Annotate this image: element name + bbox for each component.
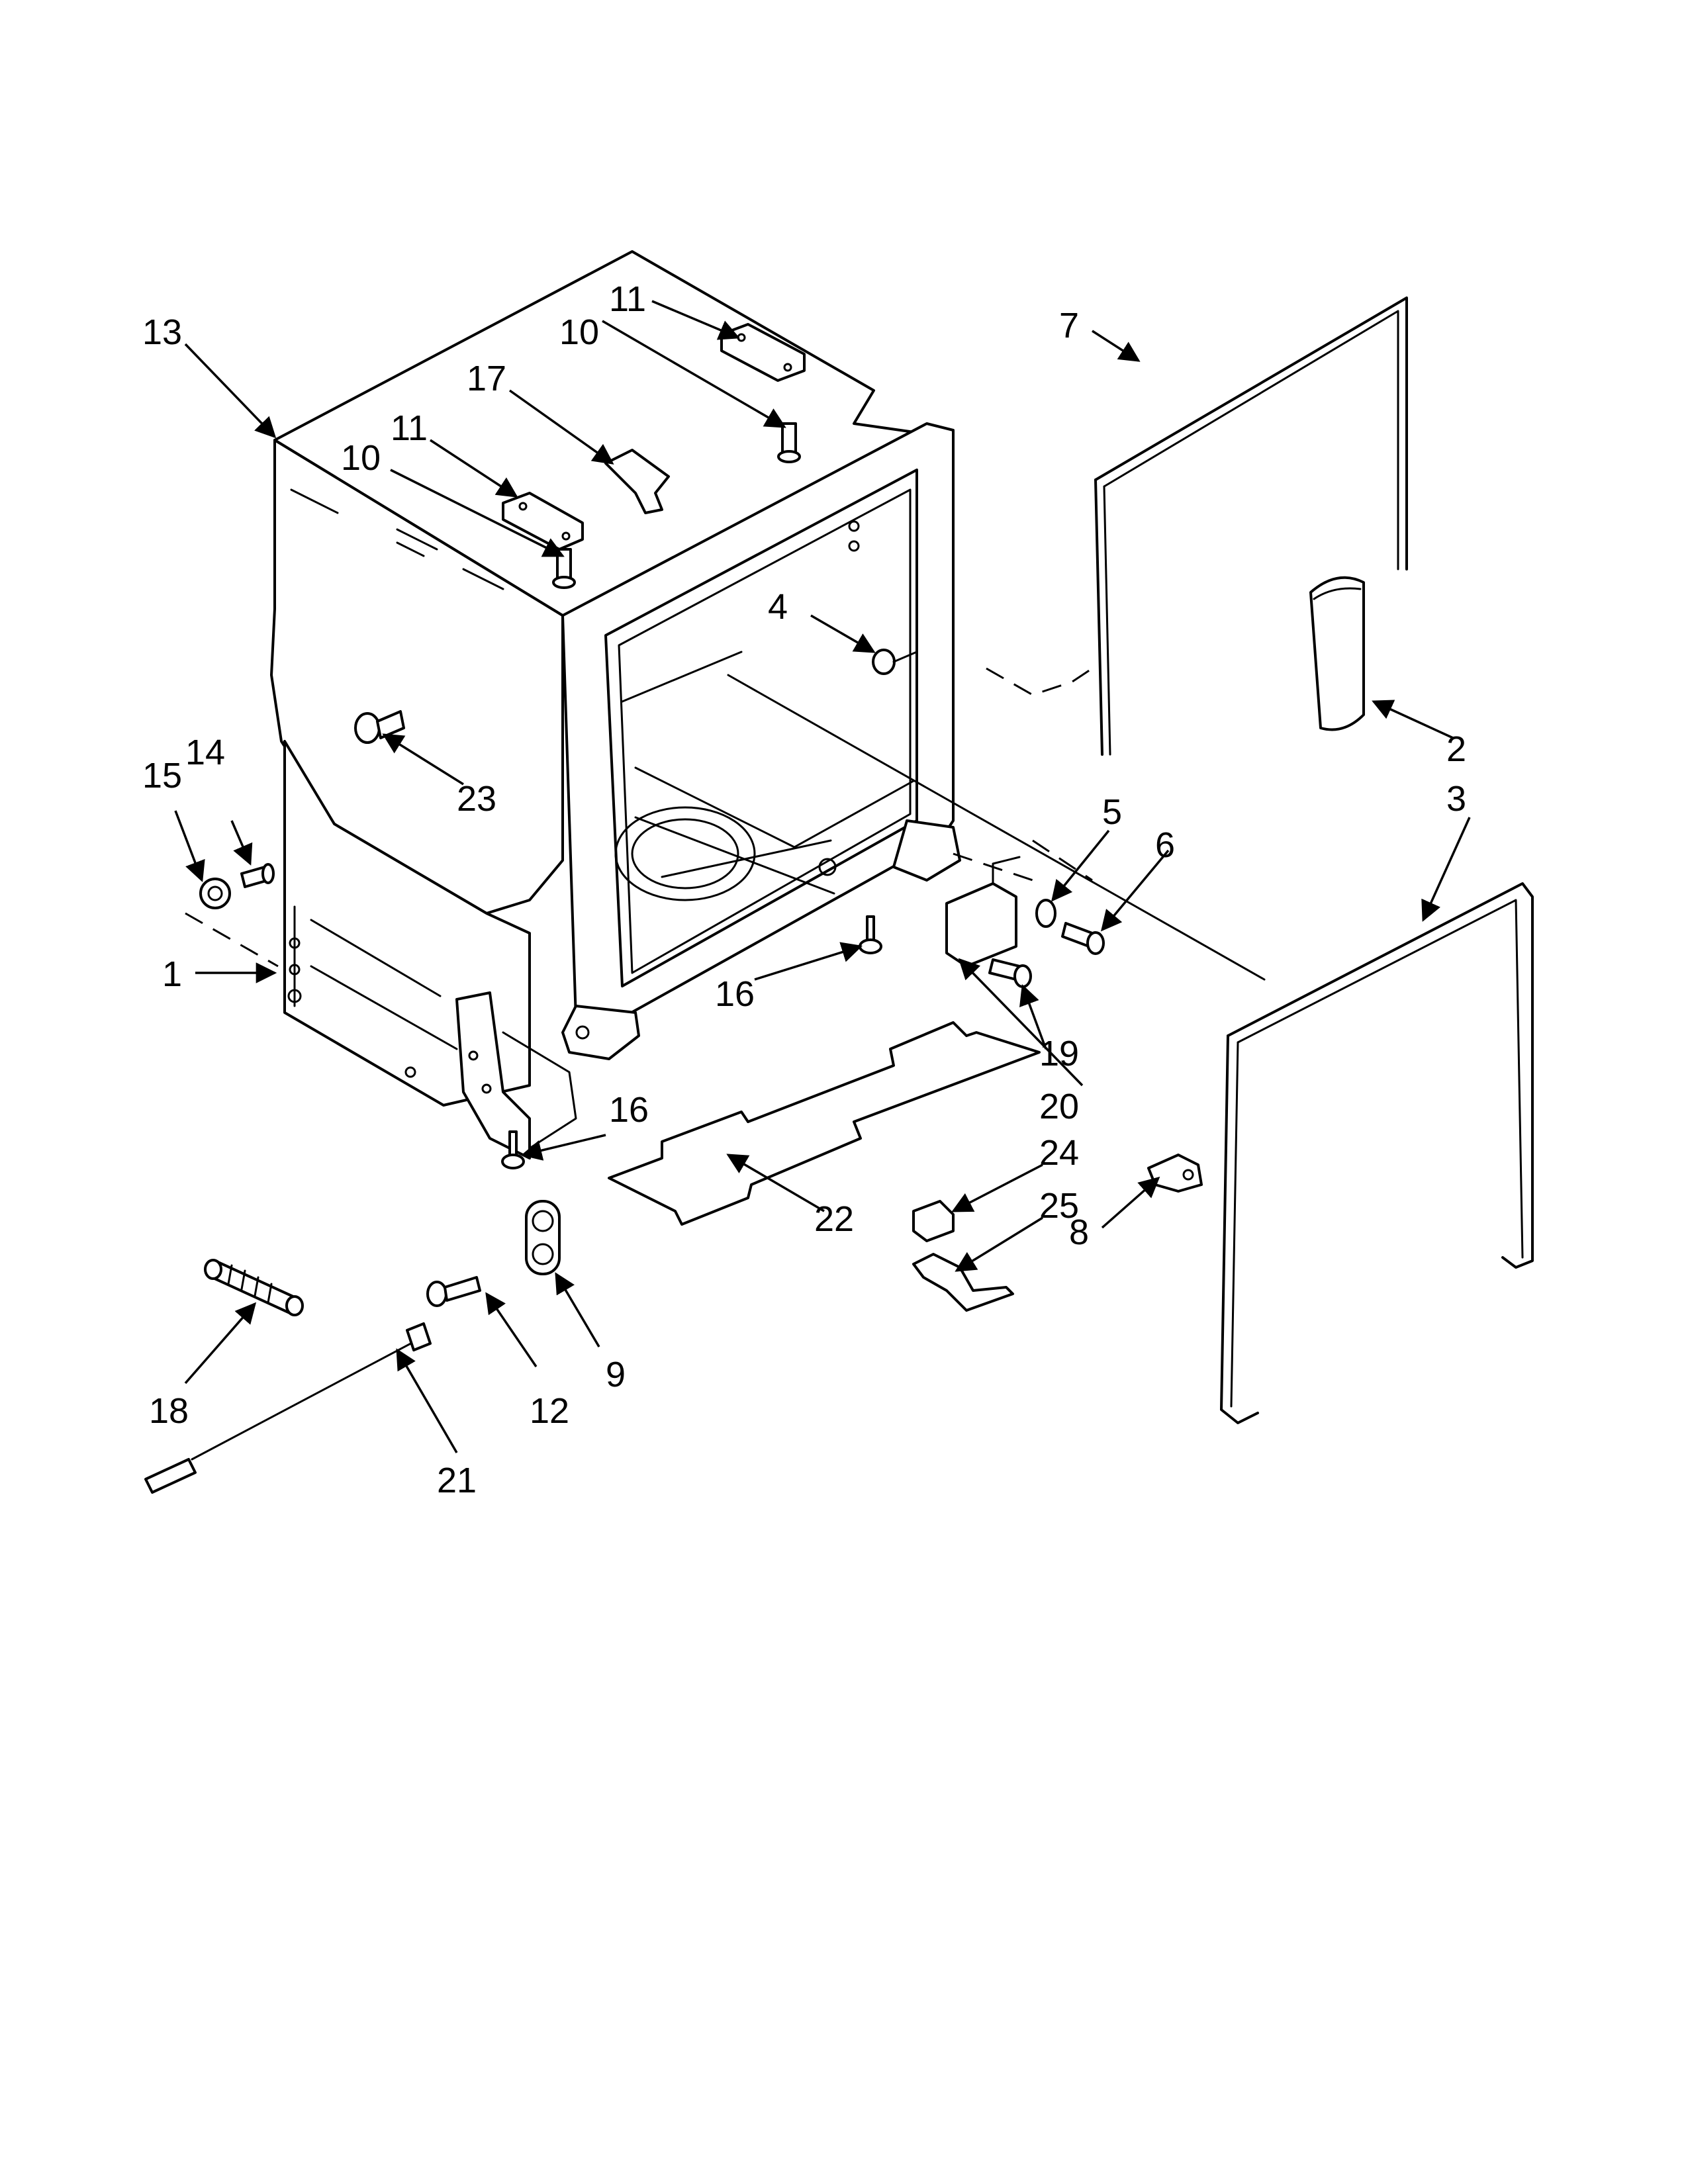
part-5-washer [1035,899,1056,928]
part-16-leg-upper [859,915,882,954]
assembly-lines [185,667,1266,981]
part-11-bracket-left [502,492,584,551]
callout-11-left: 11 [391,408,428,448]
callout-18: 18 [149,1391,189,1431]
part-10-screw-left [552,548,576,589]
callout-7: 7 [1059,306,1079,345]
part-14-bolt [240,863,275,888]
callout-16-lower: 16 [609,1090,649,1130]
part-22-panel [608,1021,1041,1226]
part-17-clip [604,449,670,514]
callout-10-left: 10 [341,438,381,478]
part-24-switch [912,1200,955,1242]
leader-lines [174,300,1471,1453]
callout-17: 17 [467,359,506,398]
callout-13: 13 [142,312,182,352]
part-12-screw [426,1276,481,1307]
callout-24: 24 [1039,1133,1079,1173]
callout-8: 8 [1069,1212,1089,1252]
part-16-leg-lower [501,1130,525,1169]
part-3-gasket [1220,882,1534,1424]
part-15-nut [199,878,231,909]
part-10-screw-right [777,422,801,463]
callout-10-right: 10 [559,312,599,352]
callout-2: 2 [1446,729,1466,769]
callout-20: 20 [1039,1087,1079,1126]
part-18-spring [204,1259,304,1316]
dishwasher-tub [270,250,961,1160]
part-8-latch [1147,1154,1203,1193]
part-25-bracket [912,1253,1014,1312]
callout-9: 9 [606,1355,626,1394]
callout-11-right: 11 [609,279,646,319]
part-20-bracket [945,856,1021,968]
callout-16-upper: 16 [715,974,755,1014]
callout-12: 12 [530,1391,569,1431]
callout-6: 6 [1155,825,1175,865]
part-9-grommet [525,1200,561,1275]
callout-labels: 1 2 3 4 5 6 7 8 9 10 10 11 11 12 13 14 1… [142,279,1466,1500]
callout-22: 22 [814,1199,854,1239]
callout-1: 1 [162,954,182,994]
callout-5: 5 [1102,792,1122,832]
callout-21: 21 [437,1461,477,1500]
part-7-door-seal [1094,296,1408,756]
part-23-fastener [354,710,405,744]
part-6-screw [1061,922,1105,955]
callout-19: 19 [1039,1034,1079,1073]
callout-25: 25 [1039,1186,1079,1226]
callout-15: 15 [142,756,182,796]
part-2-tube [1309,576,1365,731]
part-4-plug [872,649,918,675]
callout-14: 14 [185,733,225,772]
callout-3: 3 [1446,779,1466,819]
callout-4: 4 [768,587,788,627]
part-19-screw [988,958,1032,988]
callout-23: 23 [457,779,496,819]
part-21-cable [144,1322,432,1494]
